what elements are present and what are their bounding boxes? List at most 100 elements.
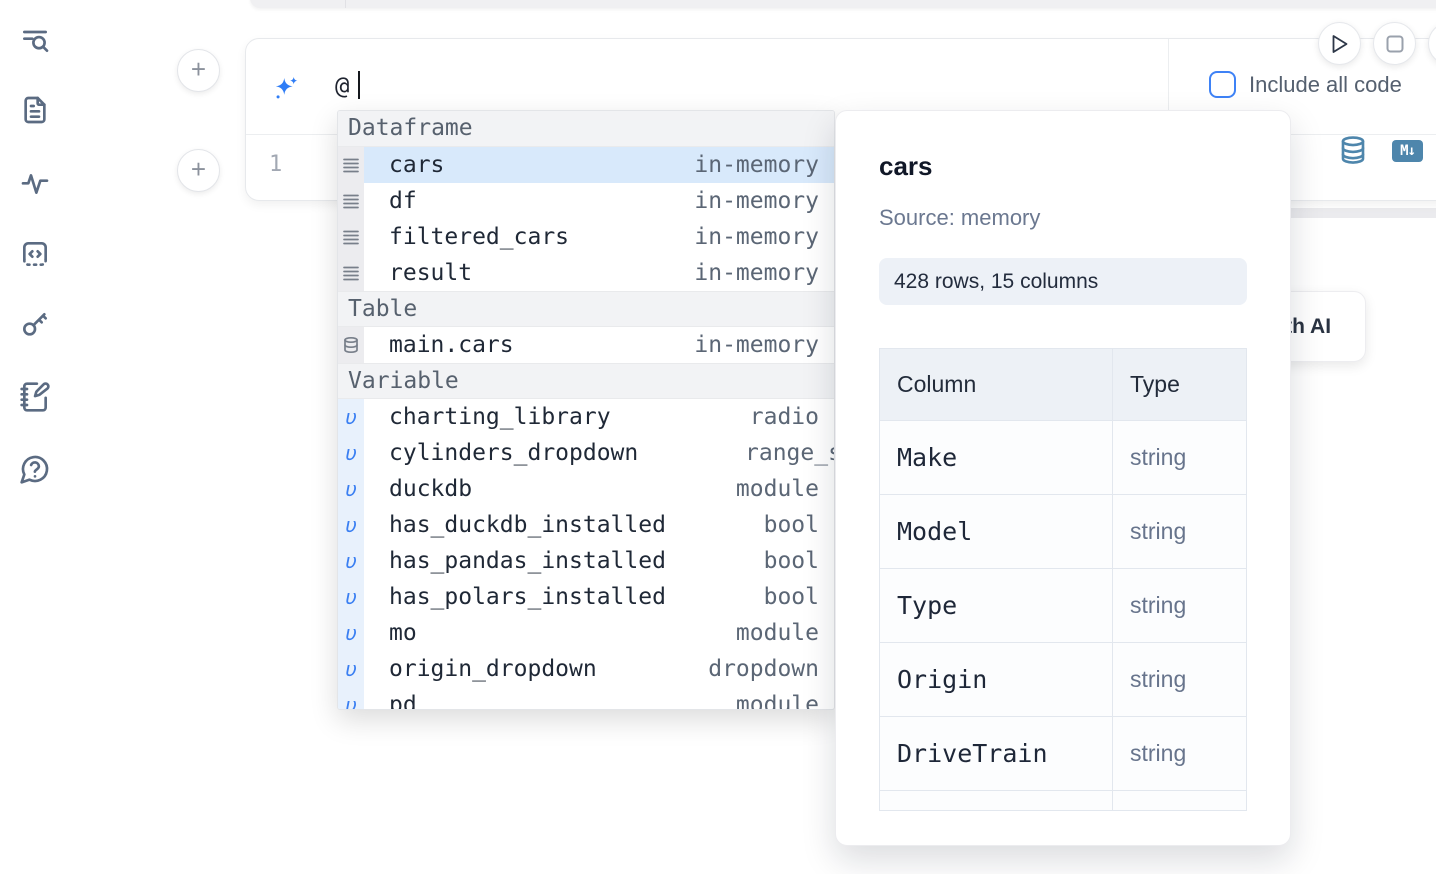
autocomplete-item-charting-library[interactable]: charting_library radio <box>338 399 834 435</box>
item-name: filtered_cars <box>389 224 570 250</box>
schema-table: Column Type Make string Model string Typ… <box>879 348 1247 811</box>
item-type: bool <box>763 548 819 574</box>
item-type: in-memory <box>694 224 819 250</box>
autocomplete-item-filtered-cars[interactable]: filtered_cars in-memory <box>338 219 834 255</box>
dataframe-preview-popover: cars Source: memory 428 rows, 15 columns… <box>835 110 1291 846</box>
sparkles-icon <box>275 76 298 99</box>
stop-cell-button[interactable] <box>1373 22 1416 65</box>
autocomplete-item-has-polars-installed[interactable]: has_polars_installed bool <box>338 579 834 615</box>
item-type: module <box>735 692 819 710</box>
key-icon[interactable] <box>19 309 51 341</box>
table-row: Make string <box>880 421 1246 495</box>
item-name: main.cars <box>389 332 514 358</box>
item-name: has_duckdb_installed <box>389 512 666 538</box>
dataframe-rows-icon <box>338 183 364 219</box>
autocomplete-item-has-duckdb-installed[interactable]: has_duckdb_installed bool <box>338 507 834 543</box>
variable-icon <box>338 507 364 543</box>
gutter-divider <box>345 0 346 8</box>
item-name: origin_dropdown <box>389 656 597 682</box>
line-number: 1 <box>269 152 283 177</box>
item-name: charting_library <box>389 404 611 430</box>
shape-badge-text: 428 rows, 15 columns <box>894 270 1099 293</box>
include-all-code-label: Include all code <box>1249 72 1402 97</box>
schema-header-row: Column Type <box>880 349 1246 421</box>
stop-icon <box>1386 35 1403 52</box>
item-name: result <box>389 260 473 286</box>
variable-icon <box>338 615 364 651</box>
autocomplete-item-has-pandas-installed[interactable]: has_pandas_installed bool <box>338 543 834 579</box>
item-name: duckdb <box>389 476 473 502</box>
table-row: Model string <box>880 495 1246 569</box>
autocomplete-item-pd[interactable]: pd module <box>338 687 834 710</box>
include-all-code-checkbox[interactable] <box>1209 71 1236 98</box>
table-row-partial <box>880 791 1246 810</box>
dataframe-rows-icon <box>338 255 364 291</box>
list-search-icon[interactable] <box>19 24 51 56</box>
section-header-variable: Variable <box>338 363 834 399</box>
add-cell-above-button[interactable]: + <box>177 49 220 92</box>
autocomplete-item-result[interactable]: result in-memory <box>338 255 834 291</box>
sidebar <box>0 0 70 874</box>
run-cell-button[interactable] <box>1318 22 1361 65</box>
table-row: Origin string <box>880 643 1246 717</box>
text-cursor <box>358 71 360 99</box>
shape-badge: 428 rows, 15 columns <box>879 258 1247 305</box>
item-type: dropdown <box>708 656 819 682</box>
item-name: has_pandas_installed <box>389 548 666 574</box>
preview-source: Source: memory <box>879 205 1041 230</box>
item-name: mo <box>389 620 417 646</box>
ai-prompt-input[interactable]: @ <box>335 72 350 100</box>
autocomplete-item-duckdb[interactable]: duckdb module <box>338 471 834 507</box>
header-column: Column <box>880 349 1113 421</box>
item-type: bool <box>763 584 819 610</box>
markdown-icon[interactable]: M↓ <box>1392 140 1423 162</box>
table-database-icon <box>338 327 364 363</box>
variable-icon <box>338 543 364 579</box>
header-type: Type <box>1113 349 1246 421</box>
item-type: in-memory <box>694 332 819 358</box>
play-icon <box>1332 34 1347 53</box>
section-header-table: Table <box>338 291 834 327</box>
item-name: cars <box>389 152 445 178</box>
variable-icon <box>338 579 364 615</box>
table-row: DriveTrain string <box>880 717 1246 791</box>
variable-icon <box>338 435 364 471</box>
item-name: df <box>389 188 417 214</box>
activity-icon[interactable] <box>19 166 51 198</box>
ai-prompt-row[interactable]: @ Include all code <box>246 39 1436 135</box>
variable-icon <box>338 687 364 709</box>
item-type: in-memory <box>694 260 819 286</box>
file-text-icon[interactable] <box>19 94 51 126</box>
code-editor-row[interactable]: 1 M↓ <box>246 135 1436 200</box>
notebook-pen-icon[interactable] <box>19 381 51 413</box>
item-name: cylinders_dropdown <box>389 440 639 466</box>
item-name: pd <box>389 692 417 710</box>
variable-icon <box>338 471 364 507</box>
item-type: module <box>735 476 819 502</box>
autocomplete-item-mo[interactable]: mo module <box>338 615 834 651</box>
item-name: has_polars_installed <box>389 584 666 610</box>
database-icon[interactable] <box>1338 135 1368 165</box>
include-code-zone: Include all code <box>1168 39 1436 135</box>
table-row: Type string <box>880 569 1246 643</box>
code-block-icon[interactable] <box>19 238 51 270</box>
item-type: radio <box>749 404 819 430</box>
dataframe-rows-icon <box>338 147 364 183</box>
autocomplete-item-main-cars[interactable]: main.cars in-memory <box>338 327 834 363</box>
item-type: range_slider <box>745 440 834 466</box>
add-cell-below-button[interactable]: + <box>177 149 220 192</box>
item-type: in-memory <box>694 188 819 214</box>
help-chat-icon[interactable] <box>19 453 51 485</box>
autocomplete-item-origin-dropdown[interactable]: origin_dropdown dropdown <box>338 651 834 687</box>
autocomplete-item-df[interactable]: df in-memory <box>338 183 834 219</box>
item-type: module <box>735 620 819 646</box>
previous-cell-edge <box>250 0 1436 8</box>
section-header-dataframe: Dataframe <box>338 111 834 147</box>
variable-icon <box>338 651 364 687</box>
dataframe-rows-icon <box>338 219 364 255</box>
variable-icon <box>338 399 364 435</box>
item-type: bool <box>763 512 819 538</box>
autocomplete-item-cylinders-dropdown[interactable]: cylinders_dropdown range_slider <box>338 435 834 471</box>
